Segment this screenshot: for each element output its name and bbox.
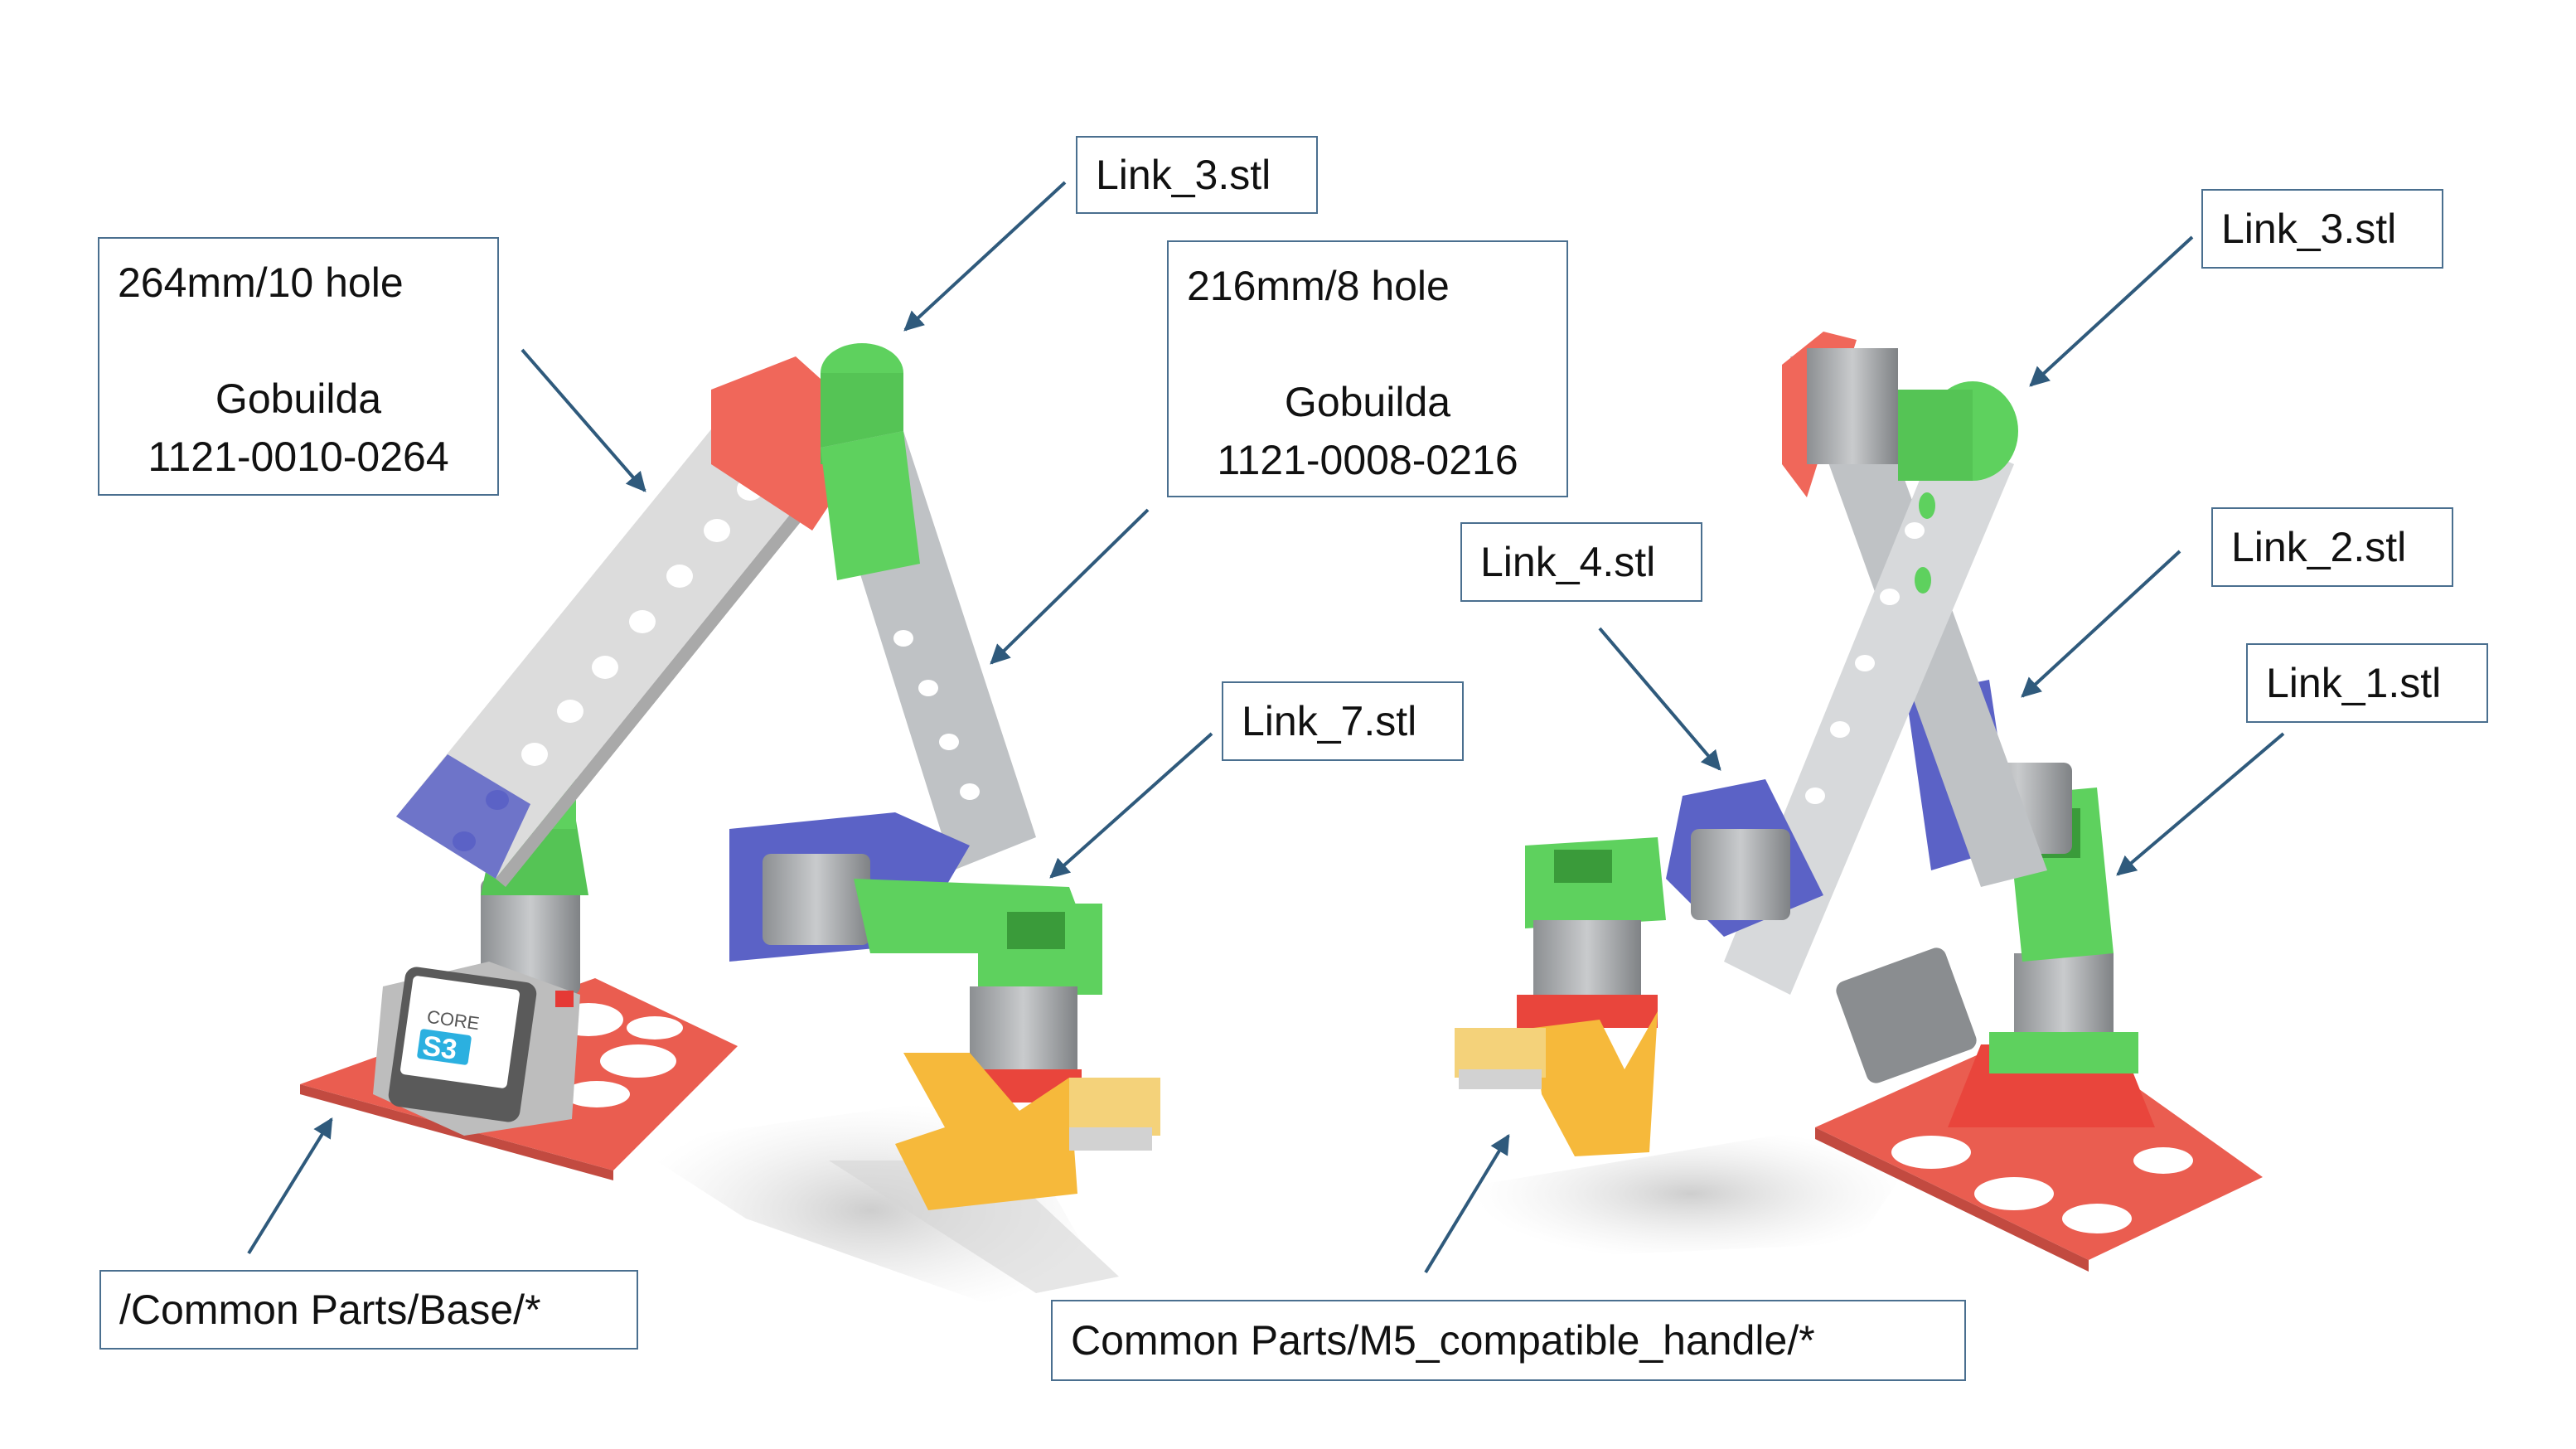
label-plate216: 216mm/8 hole Gobuilda 1121-0008-0216 <box>1167 240 1568 497</box>
label-handle-path-text: Common Parts/M5_compatible_handle/* <box>1071 1317 1815 1364</box>
plate264-brand: Gobuilda <box>215 376 382 422</box>
label-right-link2: Link_2.stl <box>2211 507 2453 587</box>
label-right-link1-text: Link_1.stl <box>2266 660 2442 706</box>
plate216-brand: Gobuilda <box>1284 379 1451 425</box>
arrow-left-link3 <box>903 181 1067 332</box>
right-robot-shadow <box>1475 1127 1906 1260</box>
label-right-link1: Link_1.stl <box>2246 643 2488 723</box>
right-robot-arm <box>1455 332 2263 1272</box>
label-right-link3-text: Link_3.stl <box>2221 206 2397 252</box>
label-base-path: /Common Parts/Base/* <box>99 1270 638 1350</box>
label-plate264: 264mm/10 hole Gobuilda 1121-0010-0264 <box>98 237 499 496</box>
arrow-plate264 <box>521 348 646 492</box>
arrow-right-link3 <box>2029 235 2194 387</box>
arrow-left-link7 <box>1049 732 1213 879</box>
label-left-link7: Link_7.stl <box>1222 681 1464 761</box>
plate216-part: 1121-0008-0216 <box>1217 437 1518 483</box>
label-left-link3: Link_3.stl <box>1076 136 1318 214</box>
right-gripper <box>1533 1011 1658 1156</box>
arrow-right-link1 <box>2116 732 2285 876</box>
arrow-right-link4 <box>1598 627 1721 771</box>
plate216-size: 216mm/8 hole <box>1187 263 1450 309</box>
plate264-part: 1121-0010-0264 <box>148 434 449 480</box>
label-base-path-text: /Common Parts/Base/* <box>119 1287 541 1333</box>
label-right-link3: Link_3.stl <box>2201 189 2443 269</box>
m5-core-s3-device: CORE S3 <box>373 962 580 1136</box>
device-s3-text: S3 <box>420 1030 458 1066</box>
left-gripper <box>895 1053 1077 1210</box>
plate-216mm <box>821 431 1036 870</box>
label-left-link7-text: Link_7.stl <box>1242 698 1417 744</box>
label-right-link2-text: Link_2.stl <box>2231 524 2407 570</box>
arrow-plate216 <box>990 508 1150 665</box>
label-left-link3-text: Link_3.stl <box>1096 152 1271 198</box>
left-robot-arm: CORE S3 <box>300 343 1160 1318</box>
label-right-link4-text: Link_4.stl <box>1480 539 1656 585</box>
arrow-right-link2 <box>2021 550 2181 698</box>
label-right-link4: Link_4.stl <box>1460 522 1702 602</box>
plate-264mm <box>396 429 821 887</box>
label-handle-path: Common Parts/M5_compatible_handle/* <box>1051 1300 1966 1381</box>
arrow-base <box>247 1117 333 1255</box>
plate264-size: 264mm/10 hole <box>118 259 404 306</box>
arrow-handle <box>1424 1133 1510 1274</box>
callout-arrows <box>247 181 2285 1274</box>
